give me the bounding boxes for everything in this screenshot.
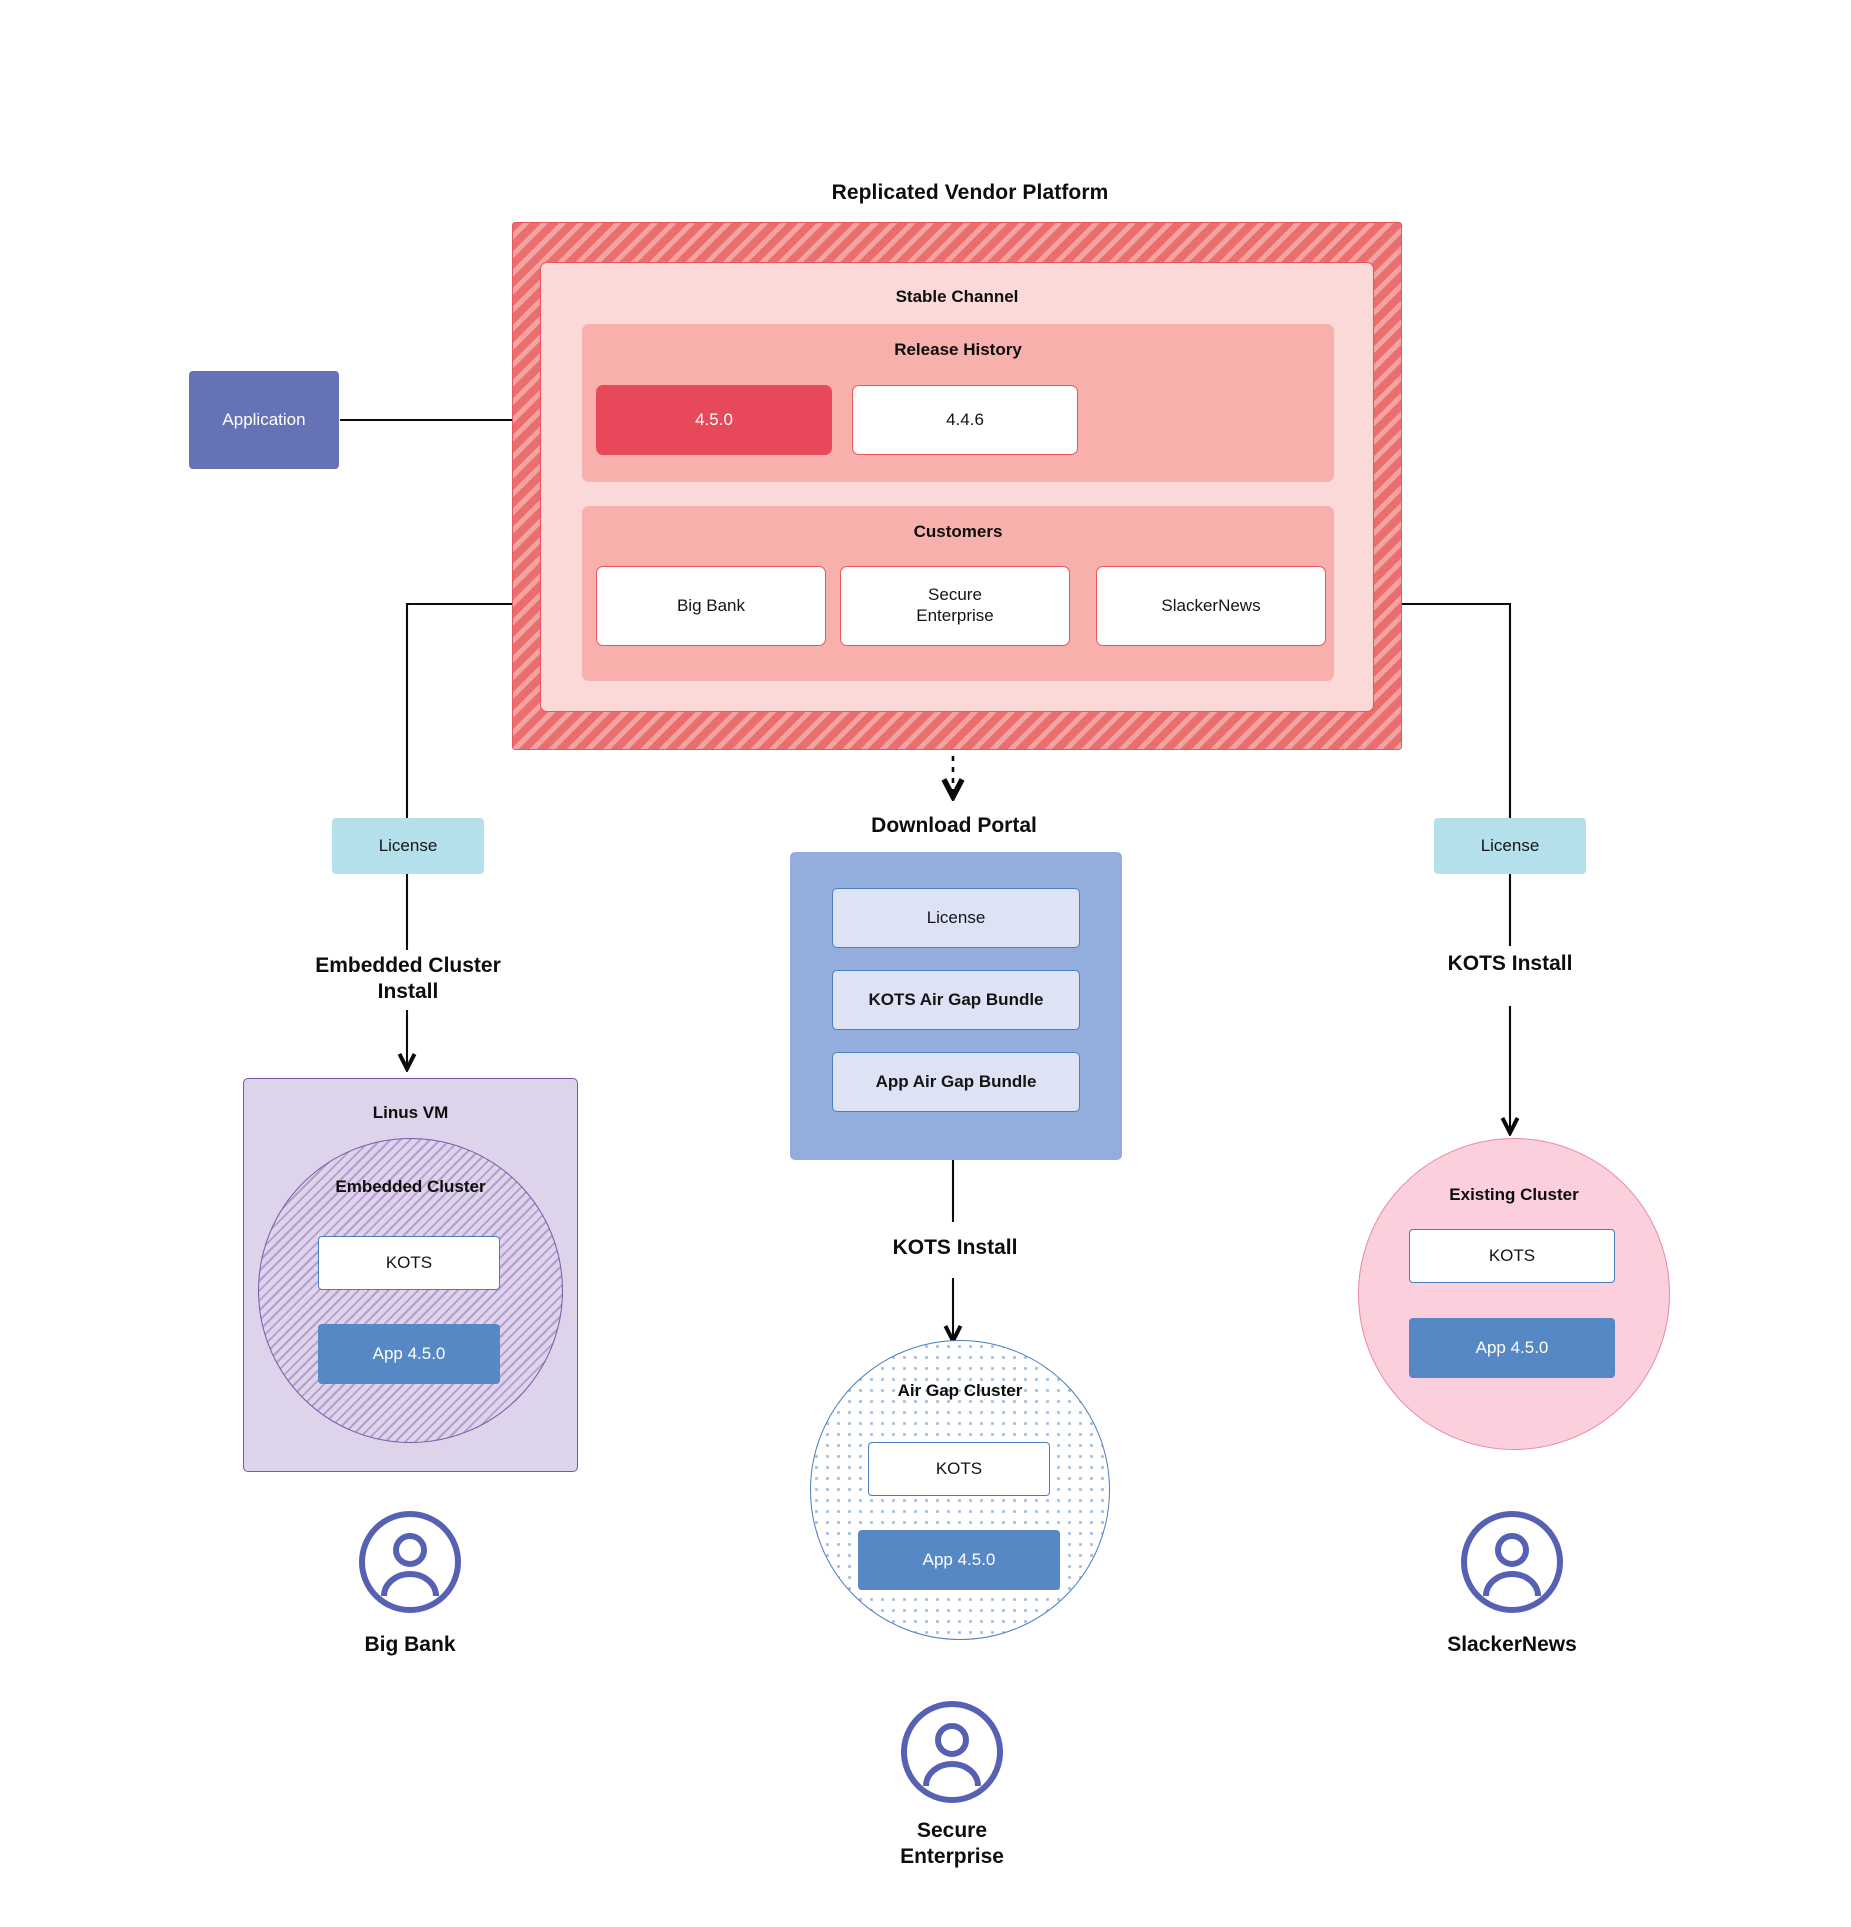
license-chip-left[interactable]: License	[332, 818, 484, 874]
existing-cluster-label: Existing Cluster	[1449, 1184, 1579, 1204]
portal-item-license[interactable]: License	[832, 888, 1080, 948]
customer-label: SlackerNews	[1161, 595, 1261, 615]
embedded-cluster-label: Embedded Cluster	[335, 1176, 486, 1196]
portal-item-app-airgap-bundle[interactable]: App Air Gap Bundle	[832, 1052, 1080, 1112]
release-chip-prior[interactable]: 4.4.6	[852, 385, 1078, 455]
customer-label: Big Bank	[676, 595, 746, 615]
release-history-label: Release History	[894, 339, 1022, 359]
persona-label-slackernews: SlackerNews	[1447, 1633, 1577, 1657]
customer-label: Secure Enterprise	[916, 585, 994, 625]
customers-label: Customers	[913, 521, 1003, 541]
user-avatar-icon	[359, 1511, 461, 1613]
release-chip-current[interactable]: 4.5.0	[596, 385, 832, 455]
kots-box-center[interactable]: KOTS	[868, 1442, 1050, 1496]
existing-cluster-circle: Existing Cluster	[1358, 1138, 1670, 1450]
license-chip-right[interactable]: License	[1434, 818, 1586, 874]
stable-channel-label: Stable Channel	[895, 286, 1019, 306]
embedded-cluster-install-label: Embedded Cluster Install	[315, 954, 501, 1003]
customer-chip-slackernews[interactable]: SlackerNews	[1096, 566, 1326, 646]
persona-label-secure-enterprise: Secure Enterprise	[900, 1819, 1004, 1868]
app-box-right[interactable]: App 4.5.0	[1409, 1318, 1615, 1378]
download-portal-title: Download Portal	[871, 814, 1037, 838]
air-gap-cluster-label: Air Gap Cluster	[897, 1380, 1023, 1400]
air-gap-cluster-circle: Air Gap Cluster	[810, 1340, 1110, 1640]
persona-label-big-bank: Big Bank	[364, 1633, 456, 1657]
app-box-left[interactable]: App 4.5.0	[318, 1324, 500, 1384]
user-avatar-icon	[1461, 1511, 1563, 1613]
application-node[interactable]: Application	[189, 371, 339, 469]
kots-install-label-center: KOTS Install	[892, 1236, 1018, 1260]
app-box-center[interactable]: App 4.5.0	[858, 1530, 1060, 1590]
portal-item-kots-airgap-bundle[interactable]: KOTS Air Gap Bundle	[832, 970, 1080, 1030]
linus-vm-label: Linus VM	[372, 1102, 449, 1122]
embedded-cluster-circle: Embedded Cluster	[258, 1138, 563, 1443]
page-title: Replicated Vendor Platform	[831, 181, 1109, 205]
user-avatar-icon	[901, 1701, 1003, 1803]
kots-box-left[interactable]: KOTS	[318, 1236, 500, 1290]
kots-install-label-right: KOTS Install	[1447, 952, 1573, 976]
customer-chip-big-bank[interactable]: Big Bank	[596, 566, 826, 646]
avatar-big-bank	[358, 1510, 462, 1614]
customer-chip-secure-enterprise[interactable]: Secure Enterprise	[840, 566, 1070, 646]
avatar-slackernews	[1460, 1510, 1564, 1614]
avatar-secure-enterprise	[900, 1700, 1004, 1804]
kots-box-right[interactable]: KOTS	[1409, 1229, 1615, 1283]
